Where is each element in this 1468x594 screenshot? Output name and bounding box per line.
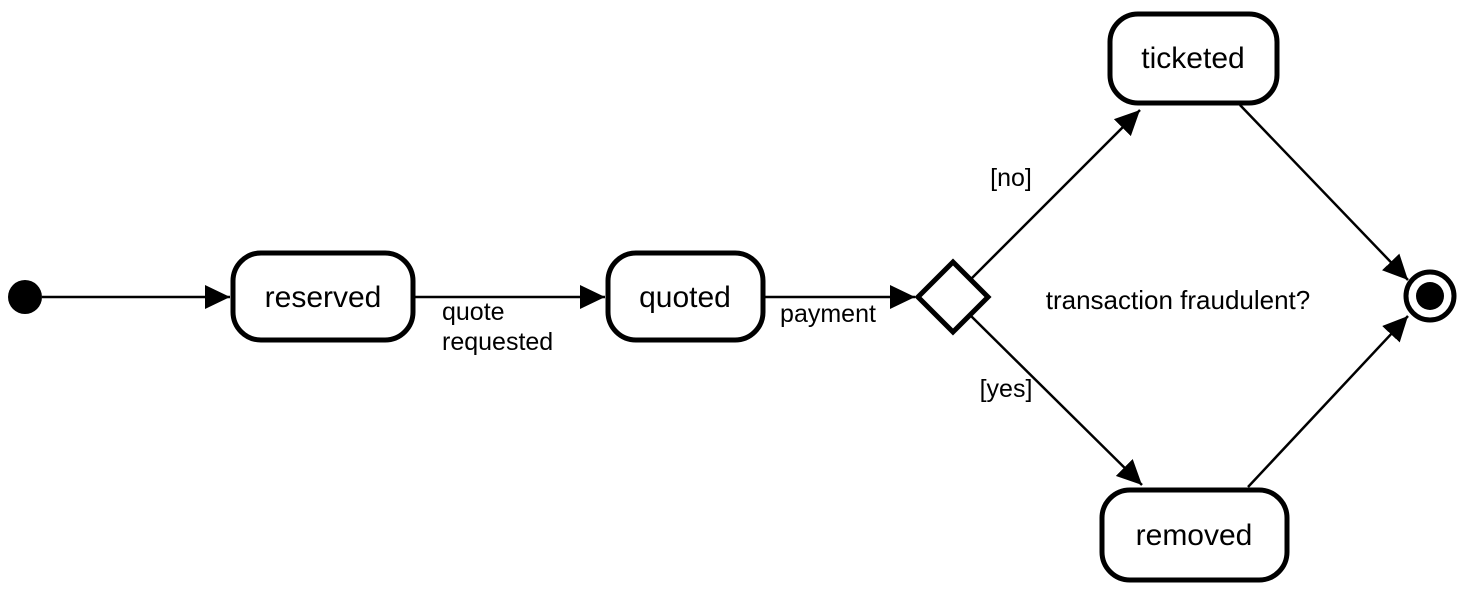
- state-quoted: quoted: [605, 250, 766, 343]
- initial-state-node: [8, 280, 42, 314]
- edge-label-no: [no]: [990, 164, 1032, 192]
- final-state-inner-dot: [1416, 282, 1444, 310]
- edge-label-quote-requested-line1: quote: [442, 298, 505, 326]
- state-ticketed: ticketed: [1107, 11, 1280, 106]
- edge-label-quote-requested-line2: requested: [442, 328, 553, 356]
- state-ticketed-shape: [1107, 11, 1280, 106]
- decision-diamond: [914, 258, 992, 336]
- state-reserved-shape: [230, 250, 416, 343]
- transition-decision-to-removed: [969, 314, 1143, 486]
- final-state-node: [1403, 269, 1457, 323]
- state-reserved-label: reserved: [265, 281, 382, 314]
- state-removed-label: removed: [1136, 519, 1253, 552]
- state-reserved: reserved: [230, 250, 416, 343]
- edge-label-payment: payment: [780, 300, 876, 328]
- transition-removed-to-final: [1247, 315, 1409, 488]
- state-quoted-shape: [605, 250, 766, 343]
- edge-label-yes: [yes]: [980, 375, 1033, 403]
- state-removed-shape: [1099, 487, 1290, 583]
- state-ticketed-label: ticketed: [1141, 42, 1244, 75]
- annotation-transaction-fraudulent: transaction fraudulent?: [1046, 285, 1311, 315]
- transition-decision-to-ticketed: [969, 109, 1141, 281]
- state-removed: removed: [1099, 487, 1290, 583]
- transition-ticketed-to-final: [1239, 104, 1409, 281]
- state-quoted-label: quoted: [639, 281, 731, 314]
